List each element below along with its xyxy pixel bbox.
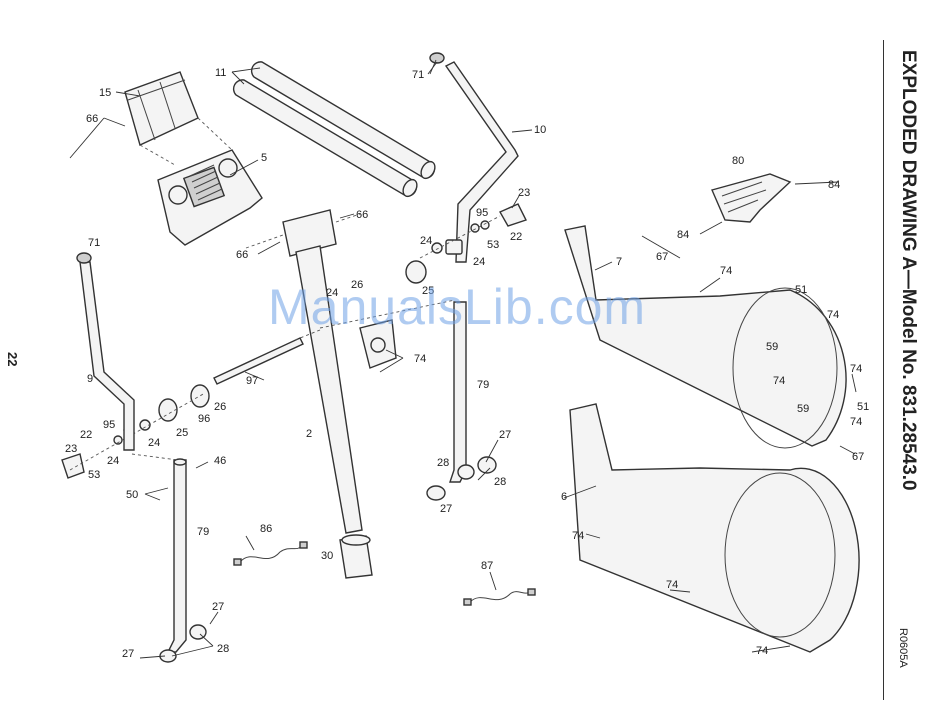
callout-71: 71 — [412, 69, 424, 81]
callout-15: 15 — [99, 87, 111, 99]
callout-66: 66 — [236, 249, 248, 261]
callout-27: 27 — [499, 429, 511, 441]
callout-25: 25 — [176, 427, 188, 439]
callout-28: 28 — [437, 457, 449, 469]
callout-27: 27 — [122, 648, 134, 660]
callout-71: 71 — [88, 237, 100, 249]
part-2-center-upright — [283, 210, 372, 578]
callout-74: 74 — [850, 416, 862, 428]
callout-74: 74 — [850, 363, 862, 375]
part-80-shroud-top — [712, 174, 790, 222]
callout-79: 79 — [477, 379, 489, 391]
drawing-reference-code: R0605A — [895, 628, 915, 688]
callout-84: 84 — [677, 229, 689, 241]
part-11-handlebar-tubes — [234, 62, 438, 199]
part-15-console-cover — [125, 72, 198, 145]
callout-74: 74 — [827, 309, 839, 321]
callout-24: 24 — [107, 455, 119, 467]
callout-67: 67 — [656, 251, 668, 263]
callout-67: 67 — [852, 451, 864, 463]
callout-22: 22 — [510, 231, 522, 243]
callout-74: 74 — [666, 579, 678, 591]
callout-22: 22 — [80, 429, 92, 441]
callout-28: 28 — [494, 476, 506, 488]
watermark-text: ManualsLib.com — [268, 278, 646, 336]
callout-50: 50 — [126, 489, 138, 501]
callout-30: 30 — [321, 550, 333, 562]
callout-5: 5 — [261, 152, 267, 164]
callout-95: 95 — [103, 419, 115, 431]
callout-74: 74 — [773, 375, 785, 387]
callout-26: 26 — [214, 401, 226, 413]
callout-86: 86 — [260, 523, 272, 535]
callout-66: 66 — [356, 209, 368, 221]
callout-24: 24 — [473, 256, 485, 268]
callout-74: 74 — [572, 530, 584, 542]
reference-code-text: R0605A — [897, 628, 909, 668]
callout-53: 53 — [487, 239, 499, 251]
callout-59: 59 — [797, 403, 809, 415]
callout-97: 97 — [246, 375, 258, 387]
callout-84: 84 — [828, 179, 840, 191]
callout-10: 10 — [534, 124, 546, 136]
callout-80: 80 — [732, 155, 744, 167]
callout-7: 7 — [616, 256, 622, 268]
part-87-wire-harness — [464, 589, 535, 605]
callout-6: 6 — [561, 491, 567, 503]
page-number-text: 22 — [5, 352, 20, 366]
part-86-wire-harness — [234, 542, 307, 565]
callout-59: 59 — [766, 341, 778, 353]
callout-46: 46 — [214, 455, 226, 467]
callout-24: 24 — [148, 437, 160, 449]
callout-9: 9 — [87, 373, 93, 385]
callout-2: 2 — [306, 428, 312, 440]
page-title-text: EXPLODED DRAWING A—Model No. 831.28543.0 — [897, 50, 919, 491]
callout-96: 96 — [198, 413, 210, 425]
callout-11: 11 — [215, 67, 226, 79]
callout-51: 51 — [857, 401, 869, 413]
callout-79: 79 — [197, 526, 209, 538]
callout-53: 53 — [88, 469, 100, 481]
part-79-lower-arm-left — [160, 459, 206, 662]
callout-23: 23 — [518, 187, 530, 199]
page-number: 22 — [6, 352, 26, 372]
callout-74: 74 — [414, 353, 426, 365]
callout-74: 74 — [720, 265, 732, 277]
callout-95: 95 — [476, 207, 488, 219]
callout-66: 66 — [86, 113, 98, 125]
callout-28: 28 — [217, 643, 229, 655]
title-divider-rule — [883, 40, 884, 700]
callout-74: 74 — [756, 645, 768, 657]
part-97-axle — [214, 338, 303, 384]
callout-23: 23 — [65, 443, 77, 455]
page-title: EXPLODED DRAWING A—Model No. 831.28543.0 — [893, 50, 923, 580]
callout-24: 24 — [420, 235, 432, 247]
callout-87: 87 — [481, 560, 493, 572]
callout-27: 27 — [212, 601, 224, 613]
callout-27: 27 — [440, 503, 452, 515]
callout-51: 51 — [795, 284, 807, 296]
